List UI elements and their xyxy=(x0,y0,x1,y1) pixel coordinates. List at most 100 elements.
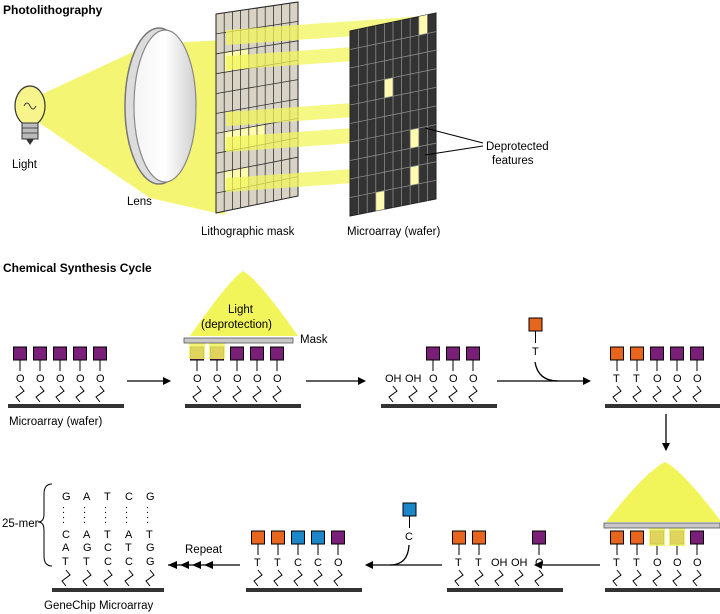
flow-arrows xyxy=(127,361,670,569)
wafer-surface xyxy=(447,588,563,592)
sequence-base: : xyxy=(83,504,86,516)
repeat-arrows xyxy=(168,561,240,569)
wafer-surface xyxy=(8,404,124,408)
wafer-surface xyxy=(246,588,362,592)
linker xyxy=(428,385,438,403)
mask-bar xyxy=(183,337,294,344)
callout-line xyxy=(424,145,484,156)
synthesis-title: Chemical Synthesis Cycle xyxy=(3,261,152,275)
sequence-base: T xyxy=(83,556,90,568)
site-label: O xyxy=(653,373,662,385)
sequence-base: : xyxy=(104,514,107,526)
incoming-base-t: T xyxy=(528,317,543,358)
site-label: OH xyxy=(385,373,402,385)
light-cone xyxy=(38,44,150,198)
sequence-base: A xyxy=(62,542,70,554)
sequence-base: T xyxy=(104,529,111,541)
site-label: T xyxy=(613,373,620,385)
site-label: O xyxy=(429,373,438,385)
site-label: T xyxy=(455,557,462,569)
sequence-base: : xyxy=(104,504,107,516)
protecting-group xyxy=(331,530,345,545)
linker xyxy=(124,569,134,587)
site-label: O xyxy=(334,557,343,569)
light-shaft xyxy=(189,343,205,359)
linker xyxy=(672,385,682,403)
site-label: T xyxy=(633,373,640,385)
mask-bar xyxy=(603,522,720,529)
sequence-base: : xyxy=(125,504,128,516)
nucleotide xyxy=(452,530,466,545)
microarray-wafer xyxy=(349,12,437,217)
linker xyxy=(454,569,464,587)
site-label: O xyxy=(535,557,544,569)
linker xyxy=(692,569,702,587)
nucleotide xyxy=(251,530,265,545)
site-label: O xyxy=(233,373,242,385)
linker xyxy=(494,569,504,587)
protecting-group xyxy=(532,530,546,545)
protecting-group xyxy=(270,346,284,361)
sequence-base: : xyxy=(62,514,65,526)
linker xyxy=(672,569,682,587)
site-label: O xyxy=(673,373,682,385)
mer-brace xyxy=(37,483,53,567)
lens-label: Lens xyxy=(127,196,152,208)
linker xyxy=(333,569,343,587)
sequence-base: T xyxy=(62,556,69,568)
light-label: Light xyxy=(12,159,38,171)
linker xyxy=(273,569,283,587)
protecting-group xyxy=(53,346,67,361)
site-label: O xyxy=(273,373,282,385)
wafer-surface xyxy=(52,588,164,592)
site-label: OH xyxy=(491,557,508,569)
sequence-base: C xyxy=(104,556,112,568)
protecting-group xyxy=(690,346,704,361)
callout-line xyxy=(424,127,484,144)
site-label: O xyxy=(193,373,202,385)
linker xyxy=(612,569,622,587)
linker xyxy=(468,385,478,403)
sequence-base: A xyxy=(83,491,91,503)
genechip-label: GeneChip Microarray xyxy=(44,600,154,612)
protecting-group xyxy=(13,346,27,361)
site-label: O xyxy=(469,373,478,385)
site-label: O xyxy=(693,557,702,569)
site-label: O xyxy=(16,373,25,385)
linker xyxy=(313,569,323,587)
site-label: O xyxy=(213,373,222,385)
linker xyxy=(35,385,45,403)
protecting-group xyxy=(446,346,460,361)
linker xyxy=(145,569,155,587)
svg-text:T: T xyxy=(532,346,539,358)
linker xyxy=(632,569,642,587)
sequence-base: T xyxy=(125,542,132,554)
linker xyxy=(82,569,92,587)
linker xyxy=(474,569,484,587)
linker xyxy=(652,569,662,587)
linker xyxy=(212,385,222,403)
site-label: O xyxy=(673,557,682,569)
light-beam xyxy=(226,16,425,45)
protecting-group xyxy=(650,346,664,361)
light-bulb-icon xyxy=(14,85,46,145)
site-label: T xyxy=(613,557,620,569)
linker xyxy=(252,385,262,403)
wafer-surface xyxy=(185,404,301,408)
deprotection-light xyxy=(190,271,298,336)
deprotected-label: features xyxy=(492,155,534,167)
sequence-base: G xyxy=(62,491,71,503)
site-label: O xyxy=(449,373,458,385)
protecting-group xyxy=(426,346,440,361)
site-label: C xyxy=(294,557,302,569)
linker xyxy=(388,385,398,403)
nucleotide xyxy=(630,530,644,545)
wafer-surface xyxy=(605,588,720,592)
site-label: T xyxy=(633,557,640,569)
